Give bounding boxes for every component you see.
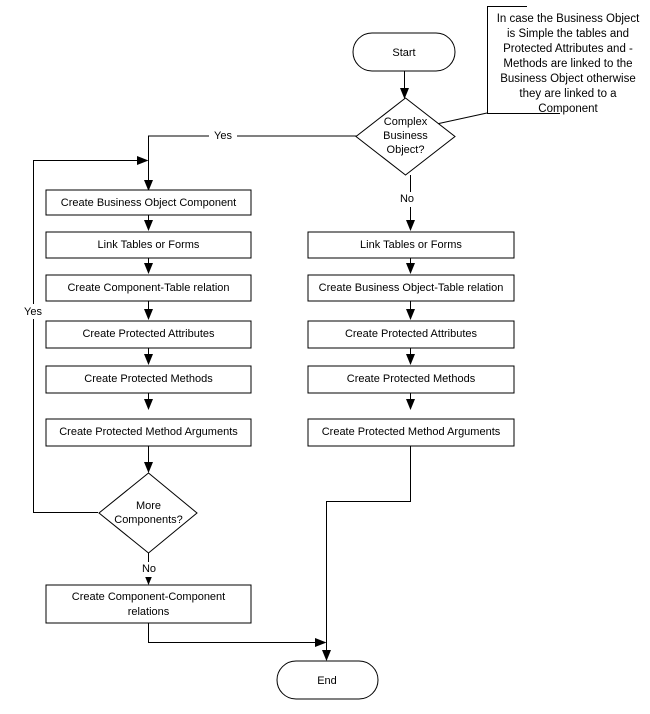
node-create-component-component-relations[interactable]: Create Component-Component relations	[45, 584, 252, 624]
node-right-4-label: Create Protected Methods	[347, 373, 476, 385]
node-right-create-protected-method-arguments[interactable]: Create Protected Method Arguments	[307, 418, 515, 447]
node-right-create-protected-methods[interactable]: Create Protected Methods	[307, 365, 515, 394]
edge-label-complex-no: No	[396, 192, 418, 207]
node-create-business-object-table-relation[interactable]: Create Business Object-Table relation	[307, 274, 515, 302]
node-create-business-object-component[interactable]: Create Business Object Component	[45, 189, 252, 216]
edge-label-complex-yes-text: Yes	[214, 130, 232, 142]
node-end-label: End	[317, 675, 337, 687]
node-right-5-label: Create Protected Method Arguments	[322, 426, 501, 438]
node-left-create-protected-method-arguments[interactable]: Create Protected Method Arguments	[45, 418, 252, 447]
node-decision-complex-line3: Object?	[387, 144, 425, 156]
node-end[interactable]: End	[276, 660, 379, 700]
connector-right-3-to-4	[406, 348, 415, 365]
node-left-7-line1: Create Component-Component	[72, 591, 225, 603]
edge-label-more-no-text: No	[142, 563, 156, 575]
node-right-2-label: Create Business Object-Table relation	[319, 282, 504, 294]
node-left-link-tables-or-forms[interactable]: Link Tables or Forms	[45, 231, 252, 259]
connector-left-6-to-decision-more	[144, 446, 153, 473]
node-right-link-tables-or-forms[interactable]: Link Tables or Forms	[307, 231, 515, 259]
node-left-create-protected-methods[interactable]: Create Protected Methods	[45, 365, 252, 394]
node-left-4-label: Create Protected Attributes	[82, 328, 215, 340]
node-left-6-label: Create Protected Method Arguments	[59, 426, 238, 438]
node-start-label: Start	[392, 47, 415, 59]
connector-start-to-decision	[400, 71, 409, 99]
edge-label-more-no: No	[138, 562, 160, 577]
connector-left-4-to-5	[144, 348, 153, 365]
node-left-create-protected-attributes[interactable]: Create Protected Attributes	[45, 320, 252, 349]
connector-more-yes-feedback	[33, 156, 149, 513]
connector-decision-yes-left	[144, 135, 357, 191]
node-create-component-table-relation[interactable]: Create Component-Table relation	[45, 274, 252, 302]
node-decision-complex-line1: Complex	[384, 116, 428, 128]
node-left-5-label: Create Protected Methods	[84, 373, 213, 385]
edge-label-more-yes-text: Yes	[24, 306, 42, 318]
node-right-3-label: Create Protected Attributes	[345, 328, 478, 340]
connector-left-2-to-3	[144, 258, 153, 274]
node-decision-more-line1: More	[136, 500, 161, 512]
edge-label-more-yes: Yes	[20, 304, 47, 319]
node-right-1-label: Link Tables or Forms	[360, 239, 462, 251]
connector-right-1-to-2	[406, 258, 415, 274]
node-decision-complex-business-object[interactable]: Complex Business Object?	[355, 97, 456, 176]
connector-left-7-to-end	[148, 623, 327, 647]
note-line-1: In case the Business Object	[497, 13, 640, 25]
edge-label-complex-no-text: No	[400, 193, 414, 205]
edge-label-complex-yes: Yes	[209, 129, 237, 144]
connector-right-5-to-end	[322, 446, 411, 661]
note-line-6: they are linked to a	[519, 88, 617, 100]
node-decision-more-components[interactable]: More Components?	[98, 472, 198, 554]
connector-left-5-to-6	[144, 393, 153, 410]
node-left-3-label: Create Component-Table relation	[67, 282, 229, 294]
node-left-2-label: Link Tables or Forms	[98, 239, 200, 251]
connector-left-3-to-4	[144, 301, 153, 320]
note-line-4: Methods are linked to the	[503, 58, 632, 70]
node-start[interactable]: Start	[352, 32, 456, 72]
node-left-1-label: Create Business Object Component	[61, 197, 236, 209]
connector-right-4-to-5	[406, 393, 415, 410]
note-line-3: Protected Attributes and -	[503, 43, 633, 55]
connector-right-2-to-3	[406, 301, 415, 320]
note-leader-line	[431, 112, 488, 126]
node-left-7-line2: relations	[128, 606, 170, 618]
annotation-note: In case the Business Object is Simple th…	[487, 6, 640, 115]
connector-left-1-to-2	[144, 215, 153, 231]
node-decision-more-line2: Components?	[114, 514, 183, 526]
note-line-2: is Simple the tables and	[507, 28, 629, 40]
node-decision-complex-line2: Business	[383, 130, 428, 142]
note-line-7: Component	[538, 103, 598, 115]
node-right-create-protected-attributes[interactable]: Create Protected Attributes	[307, 320, 515, 349]
note-line-5: Business Object otherwise	[500, 73, 636, 85]
